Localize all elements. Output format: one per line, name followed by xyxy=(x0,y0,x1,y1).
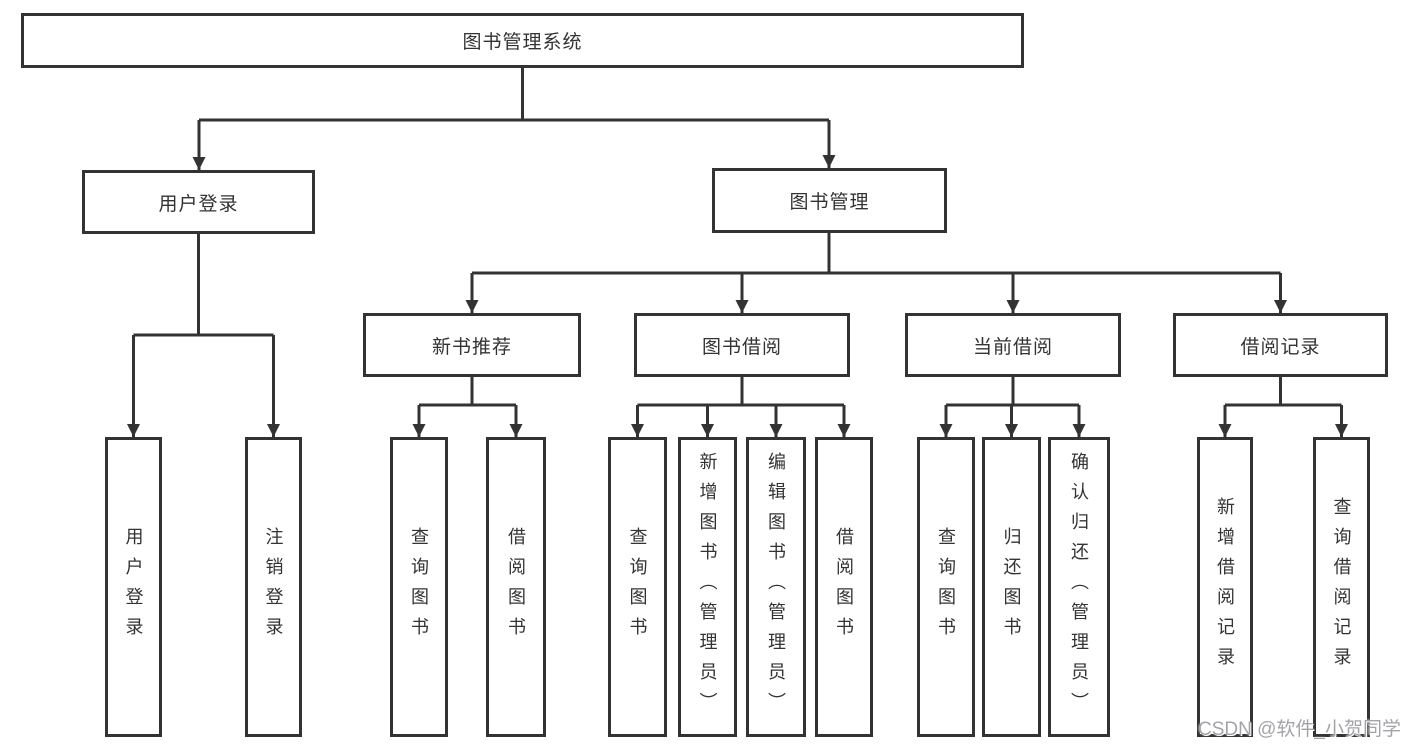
node-current-borrowing: 当前借阅 xyxy=(905,313,1121,377)
leaf-query-books-3-label: 查询图书 xyxy=(936,527,956,647)
leaf-return-books: 归还图书 xyxy=(982,437,1041,737)
user-login-branch-connectors xyxy=(127,234,280,437)
leaf-add-books-admin: 新增图书（管理员） xyxy=(678,437,737,737)
leaf-logout: 注销登录 xyxy=(245,437,302,737)
book-mgmt-branch-connectors xyxy=(465,233,1287,313)
node-book-management-label: 图书管理 xyxy=(789,192,870,213)
node-root: 图书管理系统 xyxy=(21,13,1024,68)
node-book-borrowing: 图书借阅 xyxy=(634,313,850,377)
leaf-query-books-1: 查询图书 xyxy=(390,437,448,737)
book-borrow-group-connectors xyxy=(631,377,851,437)
leaf-borrow-books-1-label: 借阅图书 xyxy=(506,527,526,647)
borrow-record-group-connectors xyxy=(1218,377,1348,437)
node-new-book-recommend-label: 新书推荐 xyxy=(431,336,512,358)
node-book-management: 图书管理 xyxy=(712,168,947,233)
leaf-return-books-label: 归还图书 xyxy=(1001,527,1022,647)
node-new-book-recommend: 新书推荐 xyxy=(363,313,581,377)
leaf-confirm-return-admin: 确认归还（管理员） xyxy=(1048,437,1110,737)
level2-connectors xyxy=(192,68,836,170)
current-borrow-group-connectors xyxy=(939,377,1086,437)
leaf-borrow-books-1: 借阅图书 xyxy=(486,437,546,737)
leaf-add-books-admin-label: 新增图书（管理员） xyxy=(697,452,718,722)
leaf-edit-books-admin-label: 编辑图书（管理员） xyxy=(766,452,786,722)
leaf-confirm-return-admin-label: 确认归还（管理员） xyxy=(1069,452,1089,722)
leaf-query-books-1-label: 查询图书 xyxy=(409,527,429,647)
leaf-add-borrow-record: 新增借阅记录 xyxy=(1197,437,1253,737)
leaf-add-borrow-record-label: 新增借阅记录 xyxy=(1215,497,1235,677)
leaf-borrow-books-2-label: 借阅图书 xyxy=(834,527,854,647)
new-book-group-connectors xyxy=(412,377,523,437)
leaf-query-borrow-record: 查询借阅记录 xyxy=(1313,437,1370,737)
csdn-watermark: CSDN @软件_小贺同学 xyxy=(1198,719,1401,740)
leaf-query-books-3: 查询图书 xyxy=(917,437,975,737)
node-user-login-label: 用户登录 xyxy=(158,193,239,215)
node-user-login: 用户登录 xyxy=(82,170,315,234)
node-current-borrowing-label: 当前借阅 xyxy=(972,336,1053,358)
node-book-borrowing-label: 图书借阅 xyxy=(701,336,782,358)
leaf-borrow-books-2: 借阅图书 xyxy=(815,437,873,737)
leaf-logout-label: 注销登录 xyxy=(263,527,284,647)
leaf-user-login-label: 用户登录 xyxy=(123,527,144,647)
node-root-label: 图书管理系统 xyxy=(462,32,583,53)
node-borrowing-records: 借阅记录 xyxy=(1173,313,1388,377)
node-borrowing-records-label: 借阅记录 xyxy=(1240,336,1321,358)
leaf-edit-books-admin: 编辑图书（管理员） xyxy=(746,437,806,737)
leaf-query-books-2-label: 查询图书 xyxy=(627,527,648,647)
leaf-query-books-2: 查询图书 xyxy=(608,437,667,737)
leaf-user-login: 用户登录 xyxy=(105,437,162,737)
leaf-query-borrow-record-label: 查询借阅记录 xyxy=(1331,497,1352,677)
